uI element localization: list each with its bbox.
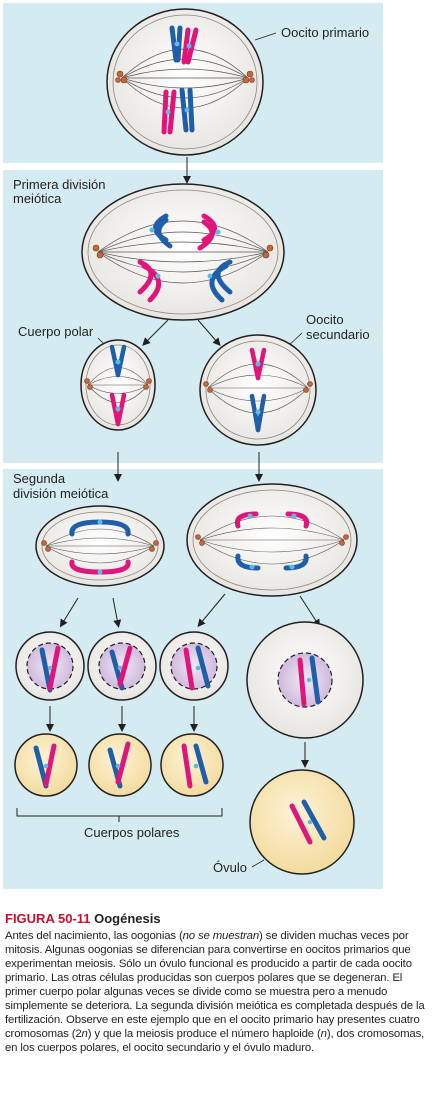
figure-number: FIGURA 50-11 [5, 911, 91, 926]
dividing-secondary-oocyte-cell [186, 483, 358, 597]
ovum-cell [249, 769, 355, 875]
label-second-division-1: Segunda [13, 471, 66, 486]
label-polar-bodies: Cuerpos polares [84, 825, 180, 840]
label-primary-oocyte: Oocito primario [281, 25, 369, 40]
polar-body-nucleus-3 [159, 631, 229, 701]
caption-part: ) se dividen muchas veces por mitosis. A… [5, 930, 425, 1040]
caption-italic: n [320, 1028, 327, 1040]
label-first-division-1: Primera división [13, 177, 105, 192]
mature-polar-body-1 [14, 733, 78, 797]
first-polar-body-cell [80, 339, 156, 431]
label-first-division-2: meiótica [13, 191, 62, 206]
figure-caption: FIGURA 50-11 Oogénesis Antes del nacimie… [5, 911, 430, 1055]
oogenesis-diagram: Oocito primario Primera división meiótic… [13, 8, 370, 875]
polar-bodies-bracket [16, 808, 223, 817]
secondary-oocyte-cell [199, 334, 317, 446]
dividing-polar-body-cell [35, 505, 165, 587]
label-secondary-oocyte-2: secundario [306, 327, 370, 342]
polar-body-nucleus-2 [87, 631, 157, 701]
label-secondary-oocyte-1: Oocito [306, 312, 344, 327]
label-second-division-2: división meiótica [13, 486, 109, 501]
primary-oocyte-cell [106, 8, 264, 156]
label-polar-body: Cuerpo polar [18, 324, 94, 339]
large-oocyte-nucleus [246, 621, 364, 739]
mature-polar-body-3 [160, 733, 224, 797]
figure-title: Oogénesis [94, 911, 161, 926]
label-ovum: Óvulo [213, 860, 247, 875]
dividing-primary-oocyte-cell [81, 183, 285, 321]
mature-polar-body-2 [88, 733, 152, 797]
caption-italic: no se muestran [182, 930, 260, 942]
caption-part: Antes del nacimiento, las oogonias ( [5, 930, 183, 942]
polar-body-nucleus-1 [15, 631, 85, 701]
caption-text: Antes del nacimiento, las oogonias (no s… [5, 929, 430, 1055]
caption-part: ) y que la meiosis produce el número hap… [87, 1028, 321, 1040]
caption-heading: FIGURA 50-11 Oogénesis [5, 911, 430, 926]
caption-italic: n [81, 1028, 88, 1040]
caption-part: ), dos cromosomas, en los cuerpos polare… [5, 1028, 425, 1054]
